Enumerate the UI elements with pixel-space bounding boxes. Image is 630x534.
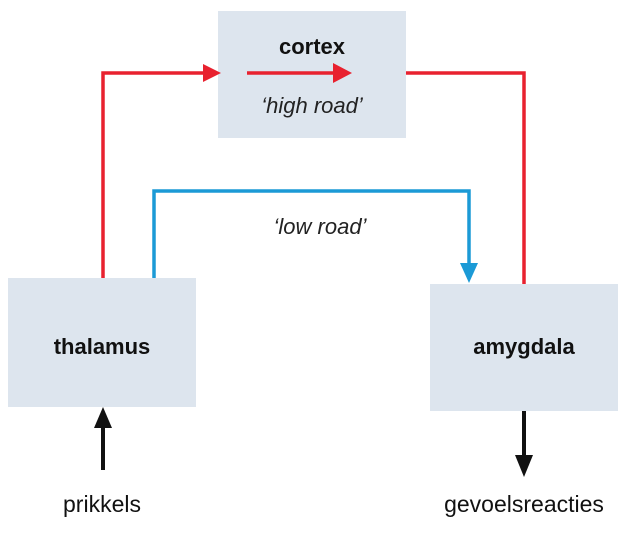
amygdala-box bbox=[430, 284, 618, 411]
low-road-arrowhead bbox=[460, 263, 478, 283]
high-road-line-thalamus-to-cortex bbox=[101, 71, 205, 278]
thalamus-box bbox=[8, 278, 196, 407]
low-road-line bbox=[152, 189, 471, 278]
thalamus-label: thalamus bbox=[54, 334, 151, 359]
input-label: prikkels bbox=[63, 491, 141, 517]
high-road-label: ‘high road’ bbox=[261, 93, 364, 118]
output-label: gevoelsreacties bbox=[444, 491, 604, 517]
low-road-label: ‘low road’ bbox=[274, 214, 368, 239]
high-road-line-cortex-to-amygdala bbox=[406, 71, 526, 284]
cortex-label: cortex bbox=[279, 34, 346, 59]
output-arrowhead bbox=[515, 455, 533, 477]
high-road-arrowhead-cortex-entry bbox=[203, 64, 221, 82]
amygdala-label: amygdala bbox=[473, 334, 575, 359]
input-arrowhead bbox=[94, 407, 112, 428]
high-road-inner-arrowhead bbox=[333, 63, 352, 83]
